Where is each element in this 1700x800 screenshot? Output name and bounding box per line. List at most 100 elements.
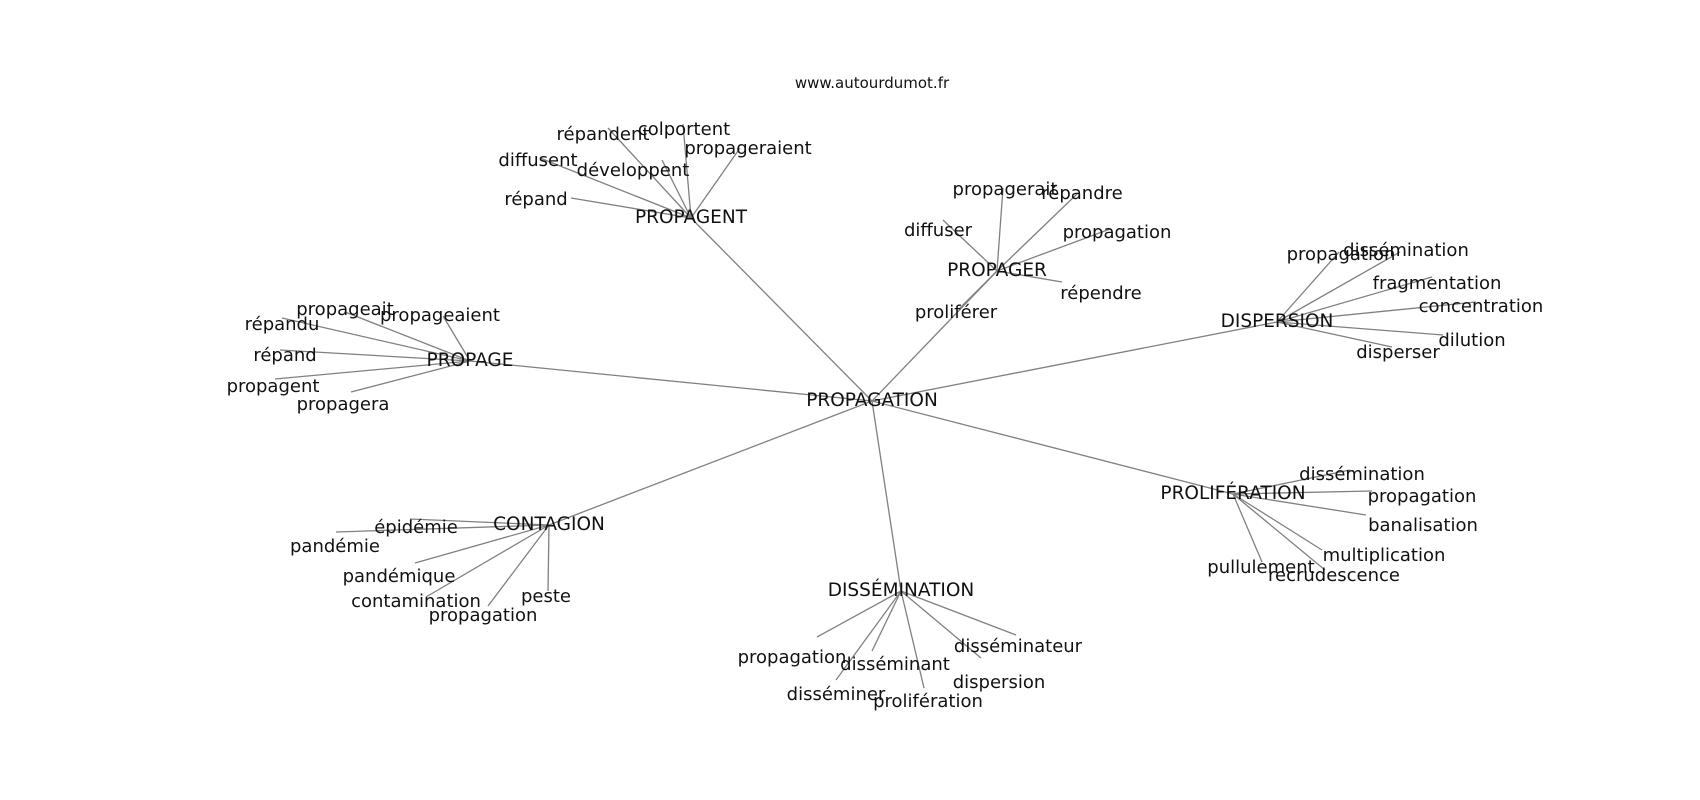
leaf-word-node: propageraient [684,138,811,159]
leaf-word-node: dilution [1438,330,1505,351]
leaf-word-node: propagation [1287,244,1396,265]
edge-root-dissemination [871,400,902,592]
leaf-word-node: disperser [1356,342,1440,363]
site-url: www.autourdumot.fr [795,74,950,92]
edge-root-propage [469,360,873,402]
edge-propager-leaf [996,192,1079,272]
edge-dissemination-leaf [835,590,902,681]
edge-dissemination-leaf [900,590,982,659]
hub-node-contagion: CONTAGION [493,514,605,535]
root-node: PROPAGATION [806,390,938,411]
edge-propager-leaf [996,270,1063,283]
edge-propage-leaf [274,360,471,380]
leaf-word-node: propagation [738,647,847,668]
leaf-word-node: dispersion [953,672,1046,693]
leaf-word-node: répand [253,345,316,366]
leaf-word-node: colportent [638,119,730,140]
edge-contagion-leaf [409,518,550,526]
edge-propagent-leaf [690,147,741,219]
leaf-word-node: peste [521,586,571,607]
edge-proliferation-leaf [1232,493,1323,551]
leaf-word-node: épidémie [374,517,458,538]
edge-dissemination-leaf [816,590,902,638]
leaf-word-node: dissémination [1299,464,1425,485]
edge-dispersion-leaf [1276,321,1444,336]
edge-dissemination-leaf [900,590,925,689]
leaf-word-node: diffusent [498,150,577,171]
leaf-word-node: répand [504,189,567,210]
leaf-word-node: concentration [1419,296,1544,317]
leaf-word-node: diffuser [904,220,973,241]
leaf-word-node: multiplication [1323,545,1446,566]
leaf-word-node: répandre [1041,183,1122,204]
edge-dispersion-leaf [1276,251,1401,323]
leaf-word-node: propageait [296,299,394,320]
leaf-word-node: pandémique [343,566,456,587]
edge-root-proliferation [871,400,1234,495]
edge-propager-leaf [959,270,998,309]
leaf-word-node: pullulement [1207,557,1314,578]
edge-dispersion-leaf [1276,301,1477,323]
hub-node-dispersion: DISPERSION [1221,311,1334,332]
edge-propagent-leaf [682,123,692,219]
edge-propager-leaf [942,219,998,272]
edge-propage-leaf [279,349,471,362]
leaf-word-node: propagent [227,376,320,397]
edge-propagent-leaf [661,159,692,219]
edge-root-dispersion [871,321,1278,402]
hub-node-propage: PROPAGE [427,350,514,371]
edge-contagion-leaf [414,524,550,564]
edge-dispersion-leaf [1276,251,1340,323]
leaf-word-node: propagation [1368,486,1477,507]
leaf-word-node: dissémination [1343,240,1469,261]
edge-contagion-leaf [425,524,550,598]
edge-propager-leaf [996,228,1111,272]
leaf-word-node: proliférer [915,302,998,323]
leaf-word-node: recrudescence [1268,565,1400,586]
edge-propage-leaf [350,360,471,393]
hub-node-propager: PROPAGER [947,260,1047,281]
leaf-word-node: fragmentation [1373,273,1502,294]
edge-contagion-leaf [547,524,550,592]
leaf-word-node: répandu [245,314,320,335]
edge-proliferation-leaf [1232,493,1326,571]
graph-edges [274,123,1477,689]
edge-proliferation-leaf [1232,493,1367,516]
leaf-word-node: contamination [351,591,481,612]
edge-contagion-leaf [335,524,550,533]
edge-propage-leaf [442,315,471,362]
edge-propagent-leaf [607,127,692,219]
edge-dissemination-leaf [871,590,902,652]
edge-propager-leaf [996,187,1004,272]
edge-propagent-leaf [570,197,692,219]
edge-proliferation-leaf [1232,490,1373,495]
leaf-word-node: banalisation [1368,515,1478,536]
edge-root-contagion [548,400,873,526]
leaf-word-node: propageaient [380,305,500,326]
edge-root-propagent [690,217,873,402]
edge-propage-leaf [344,311,471,362]
edge-proliferation-leaf [1232,469,1351,495]
edge-dispersion-leaf [1276,276,1433,323]
leaf-word-node: disséminateur [954,636,1083,657]
leaf-word-node: pandémie [290,536,380,557]
leaf-word-node: disséminer [787,684,886,705]
graph-labels: répand diffusent répandent développent colpo… [227,119,1544,712]
leaf-word-node: répendre [1060,283,1142,304]
leaf-word-node: propagation [1063,222,1172,243]
edge-propage-leaf [281,317,471,362]
leaf-word-node: propagerait [953,179,1058,200]
leaf-word-node: disséminant [840,654,950,675]
leaf-word-node: prolifération [873,691,983,712]
leaf-word-node: propagation [429,605,538,626]
hub-node-proliferation: PROLIFÉRATION [1160,482,1305,504]
edge-contagion-leaf [487,524,550,607]
edge-propagent-leaf [539,157,692,219]
hub-node-propagent: PROPAGENT [635,207,748,228]
edge-proliferation-leaf [1232,493,1263,563]
edge-dissemination-leaf [900,590,1017,636]
leaf-word-node: développent [577,160,690,181]
leaf-word-node: propagera [297,394,390,415]
leaf-word-node: répandent [557,124,650,145]
hub-node-dissemination: DISSÉMINATION [828,579,975,601]
